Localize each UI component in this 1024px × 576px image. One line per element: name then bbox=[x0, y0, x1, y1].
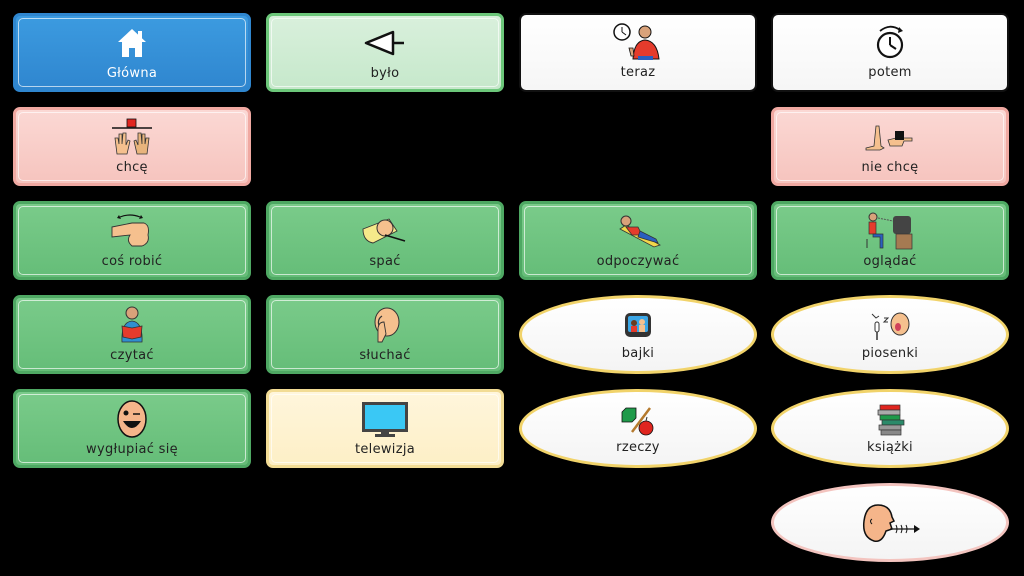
cell-speak[interactable] bbox=[771, 483, 1009, 562]
home-icon bbox=[102, 25, 162, 61]
cell-potem[interactable]: potem bbox=[771, 13, 1009, 92]
cell-label: oglądać bbox=[863, 254, 917, 269]
books-stack-icon bbox=[860, 404, 920, 436]
cell-label: odpoczywać bbox=[596, 254, 680, 269]
cell-ksiazki[interactable]: książki bbox=[771, 389, 1009, 468]
sleep-icon bbox=[355, 213, 415, 249]
read-book-icon bbox=[102, 306, 162, 343]
cell-label: Główna bbox=[106, 66, 158, 81]
cell-label: czytać bbox=[110, 348, 154, 363]
speak-icon bbox=[860, 500, 920, 548]
rest-deckchair-icon bbox=[608, 213, 668, 249]
cell-label: rzeczy bbox=[616, 440, 660, 455]
cell-teraz[interactable]: teraz bbox=[519, 13, 757, 92]
cell-label: coś robić bbox=[101, 254, 163, 269]
listen-ear-icon bbox=[355, 307, 415, 343]
cell-label: było bbox=[370, 66, 400, 81]
television-icon bbox=[355, 401, 415, 437]
cell-label: wygłupiać się bbox=[86, 442, 178, 457]
cell-label: potem bbox=[868, 65, 912, 80]
cell-wyglupiac-sie[interactable]: wygłupiać się bbox=[13, 389, 251, 468]
cell-chce[interactable]: chcę bbox=[13, 107, 251, 186]
cell-telewizja[interactable]: telewizja bbox=[266, 389, 504, 468]
cell-label: książki bbox=[867, 440, 913, 455]
cell-label: telewizja bbox=[354, 442, 416, 457]
cell-label: słuchać bbox=[359, 348, 411, 363]
cell-sluchac[interactable]: słuchać bbox=[266, 295, 504, 374]
do-something-fist-icon bbox=[102, 213, 162, 249]
cell-label: piosenki bbox=[861, 346, 919, 361]
cell-bylo[interactable]: było bbox=[266, 13, 504, 92]
cell-ogladac[interactable]: oglądać bbox=[771, 201, 1009, 280]
cell-czytac[interactable]: czytać bbox=[13, 295, 251, 374]
want-hands-icon bbox=[102, 118, 162, 155]
cell-glowna-home[interactable]: Główna bbox=[13, 13, 251, 92]
songs-singing-icon bbox=[860, 310, 920, 342]
cell-rzeczy[interactable]: rzeczy bbox=[519, 389, 757, 468]
watch-tv-person-icon bbox=[860, 212, 920, 250]
later-timer-icon bbox=[860, 24, 920, 60]
past-arrow-icon bbox=[355, 25, 415, 61]
cell-odpoczywac[interactable]: odpoczywać bbox=[519, 201, 757, 280]
cell-nie-chce[interactable]: nie chcę bbox=[771, 107, 1009, 186]
silly-face-icon bbox=[102, 400, 162, 438]
cell-cos-robic[interactable]: coś robić bbox=[13, 201, 251, 280]
cartoons-tv-icon bbox=[608, 310, 668, 342]
cell-piosenki[interactable]: piosenki bbox=[771, 295, 1009, 374]
cell-label: chcę bbox=[116, 160, 148, 175]
cell-spac[interactable]: spać bbox=[266, 201, 504, 280]
cell-label: bajki bbox=[621, 346, 655, 361]
cell-bajki[interactable]: bajki bbox=[519, 295, 757, 374]
dont-want-hands-icon bbox=[860, 119, 920, 155]
cell-label: nie chcę bbox=[861, 160, 919, 175]
cell-label: spać bbox=[369, 254, 401, 269]
cell-label: teraz bbox=[620, 65, 656, 80]
things-icon bbox=[608, 404, 668, 436]
now-clock-person-icon bbox=[608, 23, 668, 60]
